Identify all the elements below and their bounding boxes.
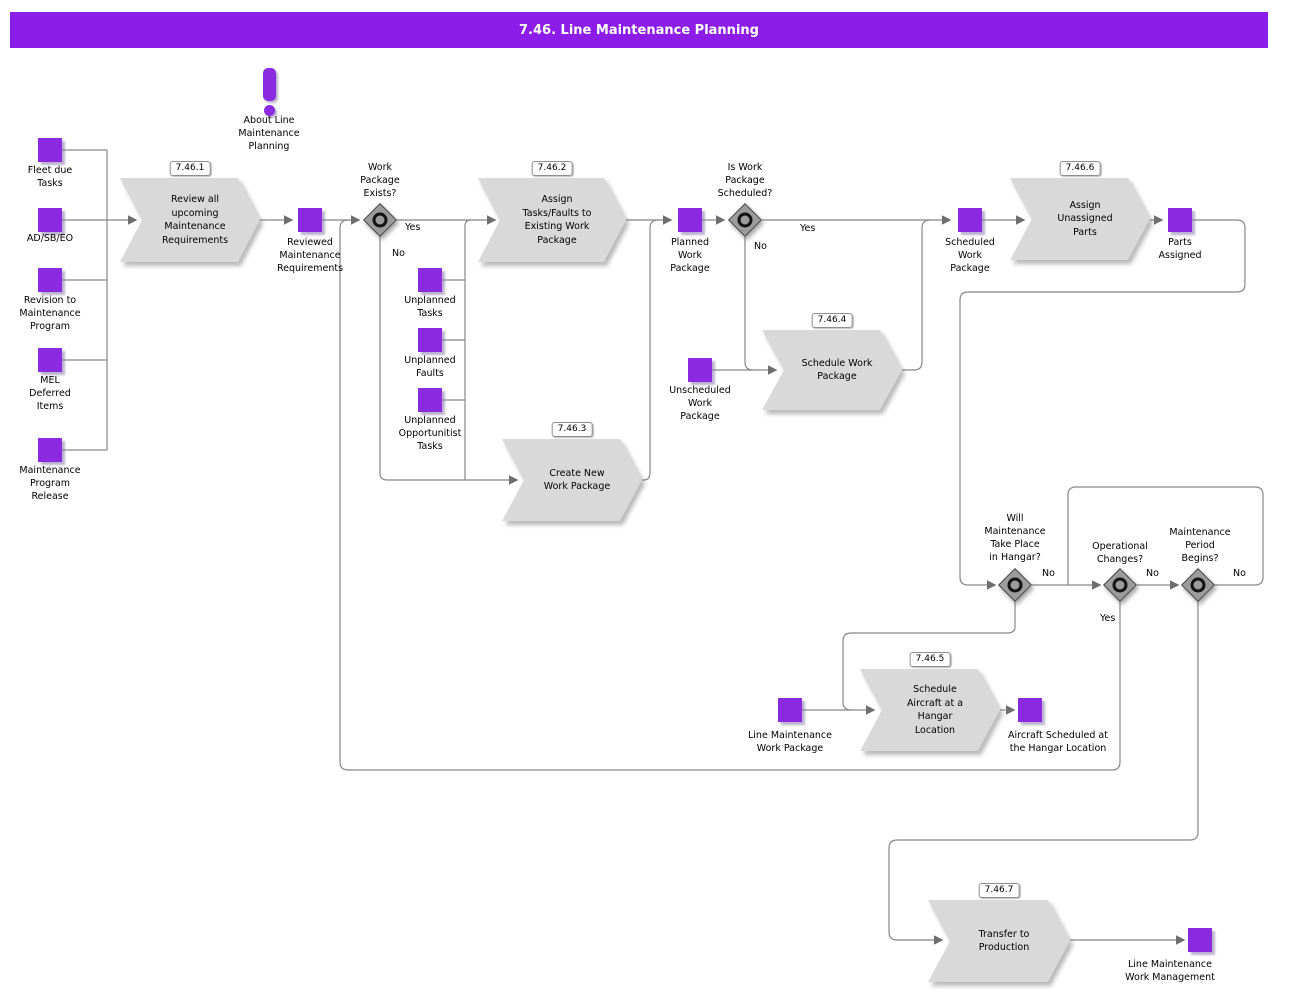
- item-ad-sb-eo[interactable]: [38, 208, 62, 232]
- decision-work-package-exists: [363, 203, 397, 237]
- item-label: Line Maintenance Work Package: [748, 730, 832, 754]
- process-assign-tasks-faults[interactable]: Assign Tasks/Faults to Existing Work Pac…: [478, 178, 626, 262]
- process-tag-2: 7.46.2: [531, 161, 573, 176]
- item-unscheduled-work-package[interactable]: [688, 358, 712, 382]
- edge-label-no: No: [1042, 568, 1055, 579]
- decision-label: Maintenance Period Begins?: [1169, 527, 1231, 564]
- process-tag-4: 7.46.4: [811, 313, 853, 328]
- process-create-new-work-package[interactable]: Create New Work Package: [502, 439, 642, 521]
- decision-label: Operational Changes?: [1092, 541, 1148, 565]
- edge-label-no: No: [1146, 568, 1159, 579]
- item-label: Aircraft Scheduled at the Hangar Locatio…: [1008, 730, 1108, 754]
- process-tag-7: 7.46.7: [978, 883, 1020, 898]
- edge-d2-no: [744, 237, 754, 371]
- about-label: About Line Maintenance Planning: [238, 115, 300, 152]
- process-review-upcoming-requirements[interactable]: Review all upcoming Maintenance Requirem…: [120, 178, 260, 262]
- item-scheduled-work-package[interactable]: [958, 208, 982, 232]
- decision-circle-icon: [1007, 577, 1023, 593]
- edge-label-yes: Yes: [405, 222, 421, 233]
- item-label: Unplanned Tasks: [404, 295, 456, 319]
- item-aircraft-scheduled-at-hangar[interactable]: [1018, 698, 1042, 722]
- edge-label-yes: Yes: [1100, 613, 1116, 624]
- item-label: Parts Assigned: [1158, 237, 1202, 261]
- edge-label-no: No: [1233, 568, 1246, 579]
- process-label: Schedule Aircraft at a Hangar Location: [906, 684, 964, 736]
- item-label: Planned Work Package: [670, 237, 710, 274]
- item-revision-to-maintenance-program[interactable]: [38, 268, 62, 292]
- process-tag-1: 7.46.1: [169, 161, 211, 176]
- item-mel-deferred-items[interactable]: [38, 348, 62, 372]
- item-label: Unplanned Faults: [404, 355, 456, 379]
- process-schedule-work-package[interactable]: Schedule Work Package: [762, 330, 902, 410]
- item-label: AD/SB/EO: [26, 233, 74, 244]
- item-reviewed-maintenance-requirements[interactable]: [298, 208, 322, 232]
- process-tag-5: 7.46.5: [909, 652, 951, 667]
- page-title: 7.46. Line Maintenance Planning: [519, 22, 759, 38]
- decision-maintenance-in-hangar: [998, 568, 1032, 602]
- decision-circle-icon: [1190, 577, 1206, 593]
- process-label: Create New Work Package: [543, 467, 611, 492]
- process-label: Transfer to Production: [978, 928, 1030, 953]
- exclamation-icon-dot[interactable]: [264, 105, 275, 116]
- edge-label-no: No: [754, 241, 767, 252]
- decision-operational-changes: [1103, 568, 1137, 602]
- item-parts-assigned[interactable]: [1168, 208, 1192, 232]
- decision-is-work-package-scheduled: [728, 203, 762, 237]
- item-label: MEL Deferred Items: [29, 375, 71, 412]
- item-unplanned-faults[interactable]: [418, 328, 442, 352]
- decision-maintenance-period-begins: [1181, 568, 1215, 602]
- process-label: Schedule Work Package: [801, 357, 873, 382]
- item-label: Scheduled Work Package: [945, 237, 995, 274]
- process-assign-unassigned-parts[interactable]: Assign Unassigned Parts: [1010, 178, 1150, 260]
- item-line-maintenance-work-management[interactable]: [1188, 928, 1212, 952]
- item-label: Unscheduled Work Package: [669, 385, 731, 422]
- decision-label: Will Maintenance Take Place in Hangar?: [984, 513, 1046, 563]
- decision-circle-icon: [1112, 577, 1128, 593]
- process-label: Assign Tasks/Faults to Existing Work Pac…: [522, 194, 592, 246]
- process-schedule-aircraft-hangar[interactable]: Schedule Aircraft at a Hangar Location: [860, 669, 1000, 751]
- item-line-maintenance-work-package[interactable]: [778, 698, 802, 722]
- item-label: Unplanned Opportunitist Tasks: [398, 415, 462, 452]
- process-label: Assign Unassigned Parts: [1057, 199, 1113, 238]
- item-label: Reviewed Maintenance Requirements: [276, 237, 344, 274]
- edge-label-no: No: [392, 248, 405, 259]
- decision-label: Work Package Exists?: [360, 162, 400, 199]
- item-label: Fleet due Tasks: [27, 165, 73, 189]
- process-transfer-to-production[interactable]: Transfer to Production: [928, 900, 1070, 982]
- item-maintenance-program-release[interactable]: [38, 438, 62, 462]
- process-tag-6: 7.46.6: [1059, 161, 1101, 176]
- item-fleet-due-tasks[interactable]: [38, 138, 62, 162]
- process-tag-3: 7.46.3: [551, 422, 593, 437]
- item-label: Revision to Maintenance Program: [19, 295, 81, 332]
- diagram-title-bar: 7.46. Line Maintenance Planning: [10, 12, 1268, 48]
- item-unplanned-tasks[interactable]: [418, 268, 442, 292]
- item-label: Maintenance Program Release: [19, 465, 81, 502]
- decision-label: Is Work Package Scheduled?: [717, 162, 773, 199]
- decision-circle-icon: [372, 212, 388, 228]
- edge-label-yes: Yes: [800, 223, 816, 234]
- decision-circle-icon: [737, 212, 753, 228]
- process-label: Review all upcoming Maintenance Requirem…: [161, 194, 229, 246]
- item-unplanned-opportunitist-tasks[interactable]: [418, 388, 442, 412]
- exclamation-icon[interactable]: [263, 68, 276, 101]
- item-planned-work-package[interactable]: [678, 208, 702, 232]
- item-label: Line Maintenance Work Management: [1125, 959, 1215, 983]
